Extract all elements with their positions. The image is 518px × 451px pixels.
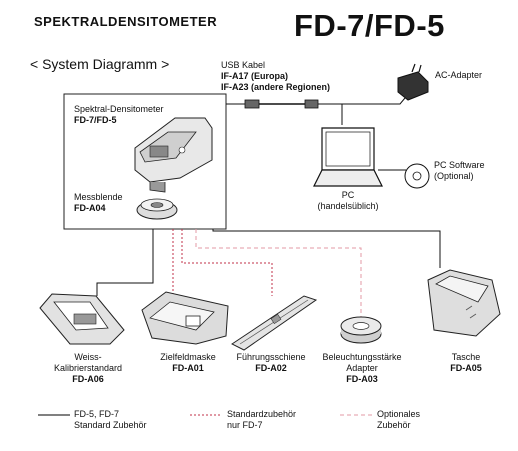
target-mask-device	[141, 291, 229, 345]
guide-rail-code: FD-A02	[255, 363, 287, 373]
legend-fd7-text: Standardzubehör nur FD-7	[227, 409, 296, 431]
guide-rail-device	[231, 295, 318, 351]
aperture-label: Messblende FD-A04	[74, 192, 123, 214]
usb-cable-label: USB Kabel IF-A17 (Europa) IF-A23 (andere…	[221, 60, 330, 93]
ac-adapter-label: AC-Adapter	[435, 70, 483, 80]
legend-optional-text: Optionales Zubehör	[377, 409, 420, 431]
pc-software-name: PC Software	[434, 160, 485, 170]
legend-standard-line1: FD-5, FD-7	[74, 409, 119, 419]
white-calibration-device	[39, 293, 125, 345]
legend-fd7-line2: nur FD-7	[227, 420, 263, 430]
illum-adapter-name-1: Beleuchtungsstärke	[322, 352, 402, 362]
case-name: Tasche	[451, 352, 481, 362]
aperture-name: Messblende	[74, 192, 123, 202]
illum-adapter-name-2: Adapter	[346, 363, 378, 373]
case-device	[427, 269, 501, 337]
pc-label: PC (handelsüblich)	[308, 190, 388, 212]
target-mask-label: Zielfeldmaske FD-A01	[146, 352, 230, 374]
ac-adapter-device	[397, 63, 429, 101]
usb-cable-code-eu: IF-A17 (Europa)	[221, 71, 289, 81]
target-mask-name: Zielfeldmaske	[160, 352, 216, 362]
case-code: FD-A05	[450, 363, 482, 373]
illumination-adapter-device	[340, 316, 382, 344]
legend-fd7-line1: Standardzubehör	[227, 409, 297, 419]
usb-cable-code-other: IF-A23 (andere Regionen)	[221, 82, 331, 92]
legend-optional-line1: Optionales	[377, 409, 421, 419]
white-cal-name-1: Weiss-	[74, 352, 102, 362]
header-model: FD-7/FD-5	[294, 8, 445, 43]
software-cd-device	[404, 163, 430, 189]
usb-cable-device	[244, 99, 319, 109]
fd7-connectors	[172, 229, 273, 296]
guide-rail-label: Führungsschiene FD-A02	[228, 352, 314, 374]
white-cal-code: FD-A06	[72, 374, 104, 384]
pc-device	[313, 127, 383, 187]
pc-software-note: (Optional)	[434, 171, 474, 181]
white-cal-name-2: Kalibrierstandard	[53, 363, 123, 373]
aperture-code: FD-A04	[74, 203, 106, 213]
case-label: Tasche FD-A05	[436, 352, 496, 374]
illum-adapter-code: FD-A03	[346, 374, 378, 384]
densitometer-device	[134, 117, 213, 193]
aperture-device	[136, 198, 178, 220]
pc-note: (handelsüblich)	[317, 201, 379, 211]
usb-cable-name: USB Kabel	[221, 60, 266, 70]
guide-rail-name: Führungsschiene	[236, 352, 306, 362]
header-subtitle: SPEKTRALDENSITOMETER	[34, 14, 218, 29]
pc-name: PC	[341, 190, 355, 200]
legend-optional-line2: Zubehör	[377, 420, 411, 430]
legend-standard-text: FD-5, FD-7 Standard Zubehör	[74, 409, 147, 431]
densitometer-code: FD-7/FD-5	[74, 115, 117, 125]
illum-adapter-label: Beleuchtungsstärke Adapter FD-A03	[314, 352, 410, 385]
optional-connectors	[195, 229, 362, 318]
target-mask-code: FD-A01	[172, 363, 204, 373]
pc-software-label: PC Software (Optional)	[434, 160, 485, 182]
instrument-group-frame	[63, 93, 227, 230]
densitometer-name: Spektral-Densitometer	[74, 104, 164, 114]
white-cal-label: Weiss- Kalibrierstandard FD-A06	[40, 352, 136, 385]
diagram-title: < System Diagramm >	[30, 56, 170, 72]
densitometer-label: Spektral-Densitometer FD-7/FD-5	[74, 104, 164, 126]
legend-standard-line2: Standard Zubehör	[74, 420, 147, 430]
